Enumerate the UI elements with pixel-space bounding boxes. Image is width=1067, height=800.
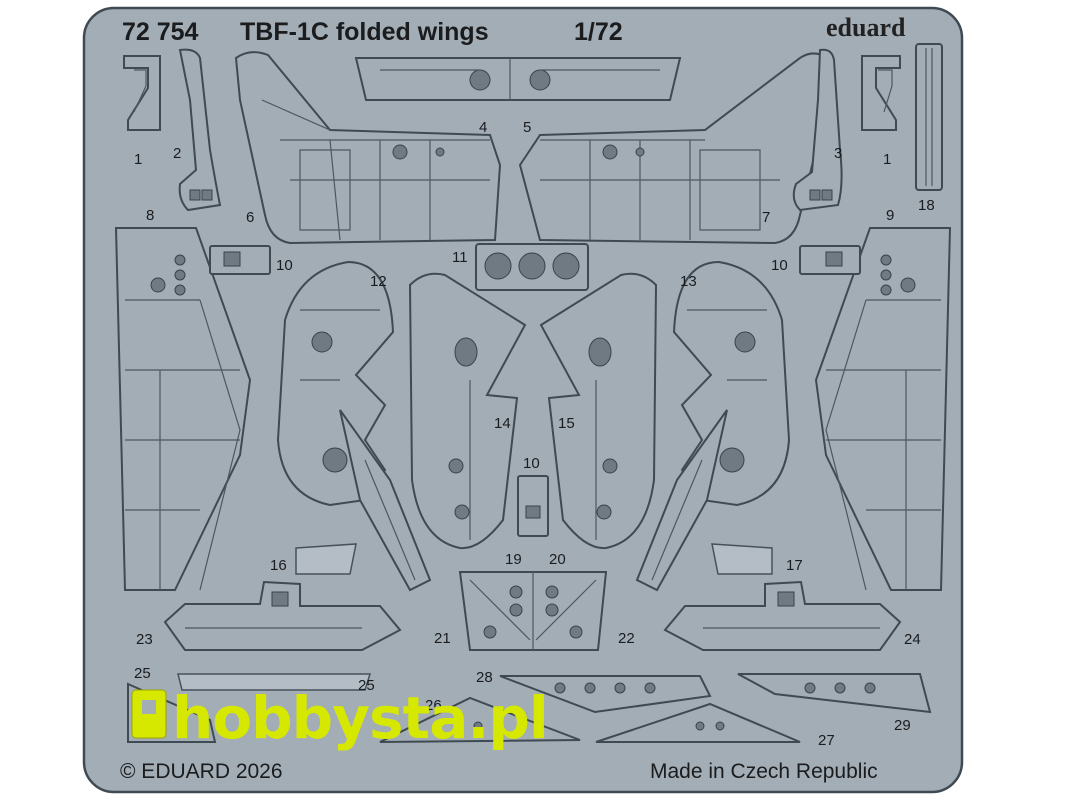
part-1-left (123, 55, 161, 131)
label-29: 29 (894, 717, 911, 734)
set-title: TBF-1C folded wings (240, 18, 489, 46)
part-25-strip (177, 673, 372, 691)
label-21: 21 (434, 630, 451, 647)
label-15: 15 (558, 415, 575, 432)
label-1-right: 1 (883, 151, 891, 168)
label-12: 12 (370, 273, 387, 290)
label-18: 18 (918, 197, 935, 214)
part-19-20 (458, 571, 608, 651)
part-17 (711, 543, 773, 575)
part-11 (475, 243, 589, 291)
origin-text: Made in Czech Republic (650, 760, 878, 783)
label-27: 27 (818, 732, 835, 749)
part-10-left (209, 245, 271, 275)
label-8: 8 (146, 207, 154, 224)
label-25-right: 25 (358, 677, 375, 694)
label-11: 11 (452, 249, 468, 266)
eduard-logo: eduard (826, 13, 906, 42)
label-13: 13 (680, 273, 697, 290)
label-7: 7 (762, 209, 770, 226)
label-1-left: 1 (134, 151, 142, 168)
label-16: 16 (270, 557, 287, 574)
part-23 (163, 580, 402, 651)
part-7 (518, 52, 832, 245)
part-3-right (792, 48, 843, 212)
label-22: 22 (618, 630, 635, 647)
label-4: 4 (479, 119, 487, 136)
label-19: 19 (505, 551, 522, 568)
part-14 (408, 272, 527, 550)
part-28 (499, 675, 712, 714)
part-2-left (178, 48, 222, 212)
part-12-strut (339, 409, 432, 592)
label-23: 23 (136, 631, 153, 648)
part-13-strut (635, 409, 728, 592)
scale-label: 1/72 (574, 18, 623, 46)
part-18 (915, 43, 943, 191)
label-25-left: 25 (134, 665, 151, 682)
label-10-left: 10 (276, 257, 293, 274)
label-17: 17 (786, 557, 803, 574)
label-24: 24 (904, 631, 921, 648)
hobbysta-logo-icon-inner (142, 700, 156, 714)
label-9: 9 (886, 207, 894, 224)
copyright-text: © EDUARD 2026 (120, 760, 283, 783)
part-number-labels: 1 2 4 5 3 1 18 6 7 8 9 10 11 10 12 13 14… (134, 119, 935, 749)
label-28: 28 (476, 669, 493, 686)
part-15 (539, 272, 658, 550)
watermark-text: hobbysta.pl (172, 684, 548, 752)
label-10-center: 10 (523, 455, 540, 472)
part-8 (114, 227, 252, 591)
part-16 (295, 543, 357, 575)
set-number: 72 754 (122, 18, 199, 46)
label-3: 3 (834, 145, 842, 162)
label-6: 6 (246, 209, 254, 226)
label-14: 14 (494, 415, 511, 432)
part-10-right (799, 245, 861, 275)
part-27 (595, 702, 801, 743)
label-5: 5 (523, 119, 531, 136)
part-6 (234, 51, 502, 245)
part-24 (663, 580, 902, 651)
label-10-right: 10 (771, 257, 788, 274)
label-2: 2 (173, 145, 181, 162)
hobbysta-watermark: hobbysta.pl (131, 684, 549, 752)
part-9 (814, 227, 952, 591)
part-4-5 (354, 57, 682, 101)
label-26: 26 (425, 697, 442, 714)
part-29 (737, 673, 932, 714)
part-10-center (517, 475, 549, 537)
part-26 (379, 696, 581, 743)
label-20: 20 (549, 551, 566, 568)
part-1-right (861, 55, 901, 131)
